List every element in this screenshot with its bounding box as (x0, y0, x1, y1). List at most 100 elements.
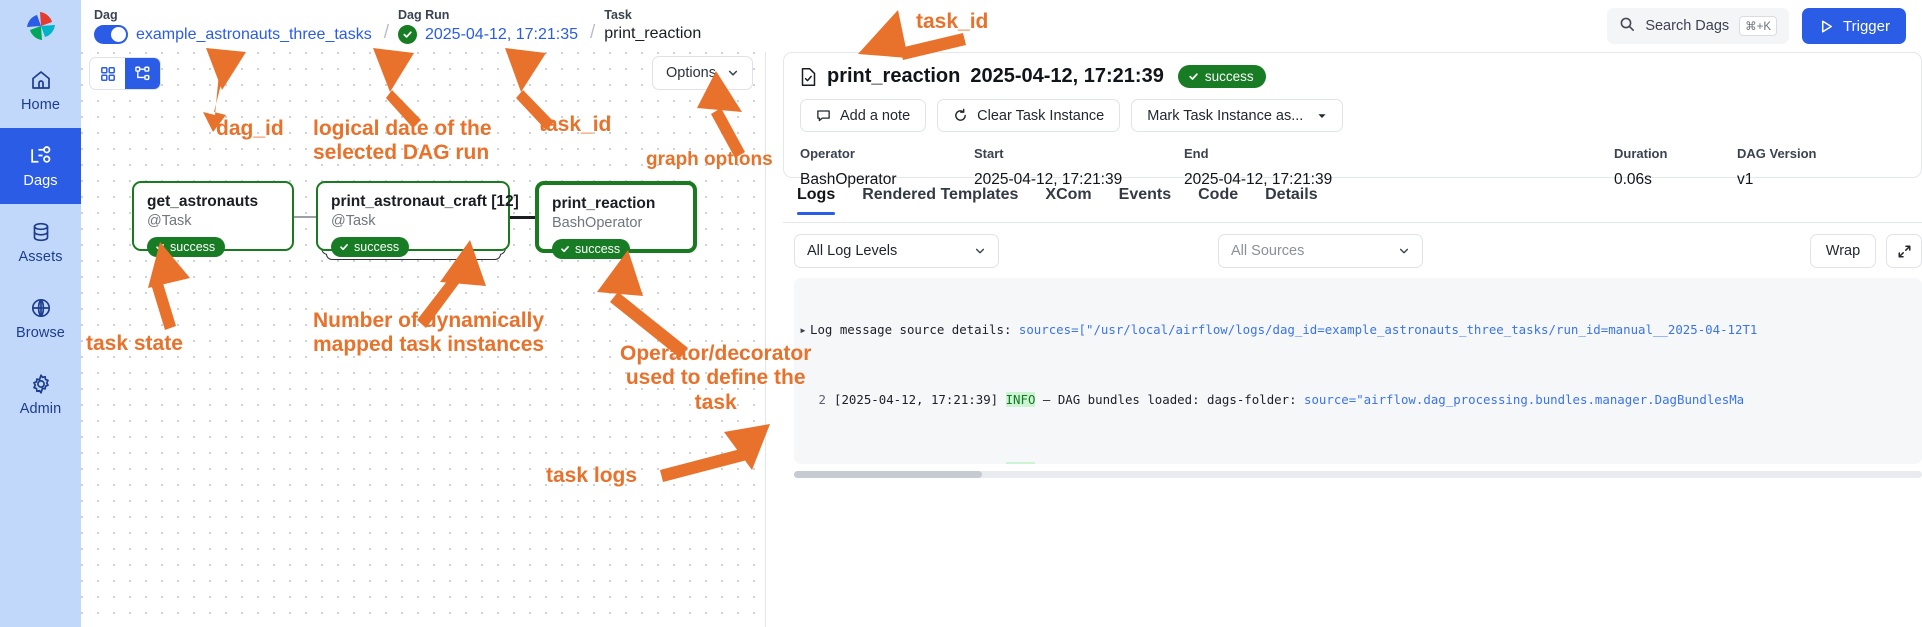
log-line-level: INFO (1005, 462, 1036, 464)
graph-view-button[interactable] (125, 58, 160, 89)
log-content: ▸Log message source details: sources=["/… (794, 278, 1922, 464)
wrap-button[interactable]: Wrap (1810, 234, 1876, 268)
log-line-message: – Filling up the DagBag from /usr/local/… (1035, 462, 1550, 464)
edge-1 (294, 216, 316, 218)
expand-triangle-icon[interactable]: ▸ (799, 322, 807, 337)
log-horizontal-scrollbar-track[interactable] (794, 471, 1922, 478)
log-level-select-value: All Log Levels (807, 243, 898, 259)
gear-icon (32, 373, 49, 394)
log-level-select[interactable]: All Log Levels (794, 234, 999, 268)
meta-label: Start (974, 146, 1004, 161)
annotation-graph-options: graph options (646, 149, 773, 170)
task-node-title: get_astronauts (147, 193, 259, 210)
status-badge: success (147, 237, 226, 257)
log-viewer[interactable]: ▸Log message source details: sources=["/… (794, 278, 1922, 464)
pinwheel-icon (26, 12, 55, 40)
breadcrumb-dag: Dag example_astronauts_three_tasks (94, 8, 372, 44)
sidebar-label-browse: Browse (16, 324, 65, 341)
task-instance-meta: Operator BashOperator Start 2025-04-12, … (800, 146, 1905, 189)
meta-value: 2025-04-12, 17:21:39 (1184, 171, 1333, 188)
graph-options-button[interactable]: Options (652, 56, 753, 90)
breadcrumb-dagrun-link[interactable]: 2025-04-12, 17:21:35 (424, 25, 578, 43)
search-icon (1619, 16, 1635, 36)
log-sources-select[interactable]: All Sources (1218, 234, 1423, 268)
add-note-button[interactable]: Add a note (800, 99, 927, 132)
sidebar-label-home: Home (20, 96, 61, 113)
breadcrumb-task: Task print_reaction (604, 8, 701, 43)
log-line-timestamp: [2025-04-12, 17:21:39] (834, 392, 999, 407)
clear-task-instance-label: Clear Task Instance (977, 107, 1105, 124)
graph-icon (135, 66, 150, 81)
meta-start: Start 2025-04-12, 17:21:39 (974, 146, 1184, 189)
sidebar-item-dags[interactable]: Dags (0, 128, 81, 204)
task-node-title: print_astronaut_craft [12] (331, 193, 519, 210)
expand-logs-button[interactable] (1886, 234, 1922, 268)
meta-label: DAG Version (1737, 146, 1817, 161)
sidebar-item-home[interactable]: Home (0, 52, 81, 128)
task-node-print_reaction[interactable]: print_reaction BashOperator success (535, 181, 697, 259)
sidebar-item-admin[interactable]: Admin (0, 356, 81, 432)
play-icon (1821, 19, 1833, 33)
meta-operator: Operator BashOperator (800, 146, 974, 189)
add-note-label: Add a note (840, 107, 911, 124)
note-icon (817, 110, 830, 122)
view-toggle-group (89, 57, 161, 90)
log-line-number: 2 (818, 392, 826, 407)
task-node-print_astronaut_craft[interactable]: print_astronaut_craft [12] @Task success (316, 181, 519, 257)
clear-task-instance-button[interactable]: Clear Task Instance (937, 99, 1121, 132)
task-node-subtitle: @Task (147, 213, 192, 229)
search-shortcut-badge: ⌘+K (1739, 16, 1778, 36)
task-node-subtitle: @Task (331, 213, 376, 229)
breadcrumb-dag-label: Dag (94, 8, 118, 22)
task-instance-summary-card: print_reaction 2025-04-12, 17:21:39 succ… (783, 52, 1922, 188)
tab-logs[interactable]: Logs (797, 186, 836, 215)
log-header-line: ▸Log message source details: sources=["/… (796, 321, 1922, 339)
annotation-task-logs: task logs (546, 464, 638, 487)
sidebar-item-browse[interactable]: Browse (0, 280, 81, 356)
meta-value: BashOperator (800, 171, 897, 188)
trigger-button[interactable]: Trigger (1802, 8, 1906, 44)
airflow-pinwheel-logo[interactable] (0, 0, 81, 52)
search-dags-input[interactable]: Search Dags ⌘+K (1607, 8, 1790, 44)
tab-rendered-templates[interactable]: Rendered Templates (862, 186, 1019, 203)
annotation-mapped-count: Number of dynamically mapped task instan… (313, 309, 545, 357)
breadcrumb-task-label: Task (604, 8, 632, 22)
tab-events[interactable]: Events (1118, 186, 1172, 203)
meta-label: Operator (800, 146, 855, 161)
meta-value: v1 (1737, 171, 1754, 188)
meta-dag-version: DAG Version v1 (1737, 146, 1816, 189)
expand-diagonal-icon (1898, 245, 1910, 257)
tab-code[interactable]: Code (1198, 186, 1239, 203)
annotation-dag-id: dag_id (216, 117, 284, 140)
breadcrumb-separator-2: / (590, 22, 596, 43)
sidebar-item-assets[interactable]: Assets (0, 204, 81, 280)
task-node-get_astronauts[interactable]: get_astronauts @Task success (132, 181, 294, 257)
grid-view-button[interactable] (90, 58, 125, 89)
log-line-source: source="airflow.dag_processing.bundles.m… (1304, 392, 1745, 407)
tab-details[interactable]: Details (1265, 186, 1318, 203)
mark-task-instance-as-button[interactable]: Mark Task Instance as... (1131, 99, 1344, 132)
dag-graph-icon (31, 146, 51, 163)
chevron-down-icon (728, 70, 738, 76)
log-line-message: – DAG bundles loaded: dags-folder: (1035, 392, 1304, 407)
chevron-down-icon (1318, 113, 1326, 118)
annotation-operator: Operator/decorator used to define the ta… (620, 342, 812, 414)
tab-xcom[interactable]: XCom (1045, 186, 1092, 203)
mark-task-instance-as-label: Mark Task Instance as... (1147, 107, 1304, 124)
breadcrumb-dagrun: Dag Run 2025-04-12, 17:21:35 (397, 8, 578, 44)
edge-2 (510, 216, 535, 219)
status-badge-label: success (1204, 69, 1254, 84)
breadcrumb-dag-link[interactable]: example_astronauts_three_tasks (136, 25, 372, 43)
log-horizontal-scrollbar-thumb[interactable] (794, 471, 982, 478)
log-line-timestamp: [2025-04-12, 17:21:39] (834, 462, 998, 464)
tabs-divider (783, 222, 1922, 223)
meta-value: 0.06s (1614, 171, 1652, 188)
search-dags-placeholder: Search Dags (1645, 18, 1730, 34)
sidebar-label-assets: Assets (18, 248, 63, 265)
page-title: print_reaction (827, 65, 961, 87)
dag-pause-toggle[interactable] (94, 25, 128, 44)
task-instance-actions: Add a note Clear Task Instance Mark Task… (800, 99, 1905, 132)
sidebar: Home Dags Assets (0, 0, 81, 627)
meta-value: 2025-04-12, 17:21:39 (974, 171, 1123, 188)
database-icon (33, 222, 48, 241)
